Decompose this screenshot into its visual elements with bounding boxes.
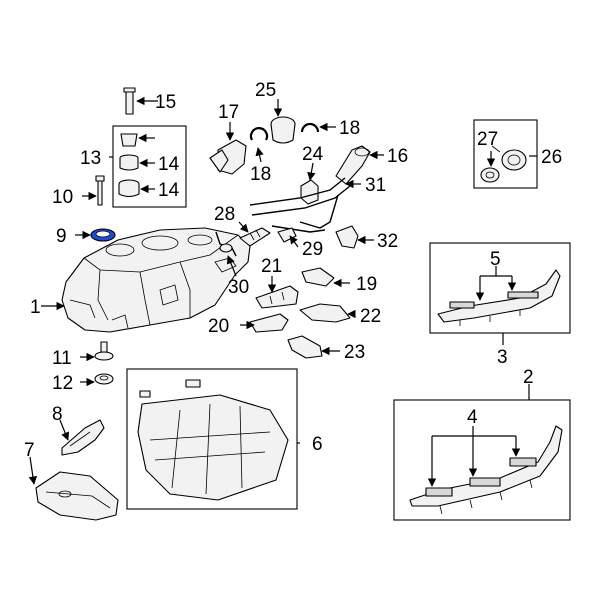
callout-20: 20 xyxy=(208,316,229,337)
callout-21: 21 xyxy=(261,256,282,277)
callout-14-lower: 14 xyxy=(158,180,180,201)
bushing-14-mid xyxy=(119,154,139,171)
callout-12: 12 xyxy=(52,373,73,394)
bracket-8 xyxy=(61,419,105,456)
callout-9: 9 xyxy=(56,226,67,247)
callout-6: 6 xyxy=(312,434,323,455)
bracket-23 xyxy=(287,335,323,359)
bushing-14-low xyxy=(118,179,140,198)
callout-14-upper: 14 xyxy=(158,154,180,175)
group-box-3-5 xyxy=(429,242,571,334)
callout-23: 23 xyxy=(344,342,365,363)
leader-lines xyxy=(28,96,537,487)
callout-18-right: 18 xyxy=(339,118,360,139)
bracket-22 xyxy=(299,303,351,323)
callout-2: 2 xyxy=(523,367,534,388)
callout-24: 24 xyxy=(302,144,324,165)
callout-15: 15 xyxy=(155,92,176,113)
skid-plate-6 xyxy=(137,379,289,501)
callout-4: 4 xyxy=(467,407,478,428)
callout-28: 28 xyxy=(214,204,235,225)
bolt-10 xyxy=(95,175,105,206)
group-box-2-4 xyxy=(393,399,571,521)
callout-1: 1 xyxy=(30,297,41,318)
callout-16: 16 xyxy=(387,146,408,167)
callout-18-left: 18 xyxy=(250,164,271,185)
callout-25: 25 xyxy=(255,80,276,101)
callout-29: 29 xyxy=(302,239,323,260)
callout-13: 13 xyxy=(80,148,101,169)
clip-18-right xyxy=(300,122,320,133)
callout-17: 17 xyxy=(218,102,239,123)
callout-30: 30 xyxy=(228,277,249,298)
callout-19: 19 xyxy=(356,274,377,295)
callout-22: 22 xyxy=(360,306,381,327)
group-box-13-14 xyxy=(112,125,187,208)
vent-tube-30 xyxy=(215,231,237,257)
mount-11 xyxy=(94,341,114,361)
filler-tube-31 xyxy=(249,177,351,233)
pump-gasket-9 xyxy=(90,228,116,242)
elbow-32 xyxy=(335,225,359,249)
bracket-19 xyxy=(301,267,335,287)
callout-26: 26 xyxy=(541,147,562,168)
shield-7 xyxy=(35,471,119,521)
callout-32: 32 xyxy=(377,231,398,252)
clip-18-left xyxy=(249,127,269,141)
cap-27 xyxy=(480,167,500,183)
callout-31: 31 xyxy=(365,175,386,196)
bushing-25 xyxy=(270,116,296,144)
grommet-17 xyxy=(209,139,247,175)
callout-10: 10 xyxy=(52,187,73,208)
nut-12 xyxy=(94,373,114,385)
bushing-13-top xyxy=(120,133,138,147)
stud-15 xyxy=(123,87,136,115)
callout-27: 27 xyxy=(477,129,498,150)
group-box-6 xyxy=(126,368,298,510)
callout-3: 3 xyxy=(497,347,508,368)
callout-labels: 1 2 3 4 5 6 7 8 9 10 11 12 13 14 14 15 1… xyxy=(24,80,562,461)
side-protector-2 xyxy=(409,425,563,515)
bracket-20 xyxy=(249,313,289,333)
bracket-24 xyxy=(300,179,319,205)
callout-5: 5 xyxy=(490,249,501,270)
bracket-21 xyxy=(255,285,299,309)
hose-28 xyxy=(239,227,271,247)
callout-7: 7 xyxy=(24,440,35,461)
fuel-tank xyxy=(61,227,251,333)
cap-26 xyxy=(491,145,527,171)
side-protector-3 xyxy=(437,269,561,326)
callout-11: 11 xyxy=(52,348,72,369)
callout-8: 8 xyxy=(52,404,63,425)
group-box-26-27 xyxy=(473,119,538,189)
